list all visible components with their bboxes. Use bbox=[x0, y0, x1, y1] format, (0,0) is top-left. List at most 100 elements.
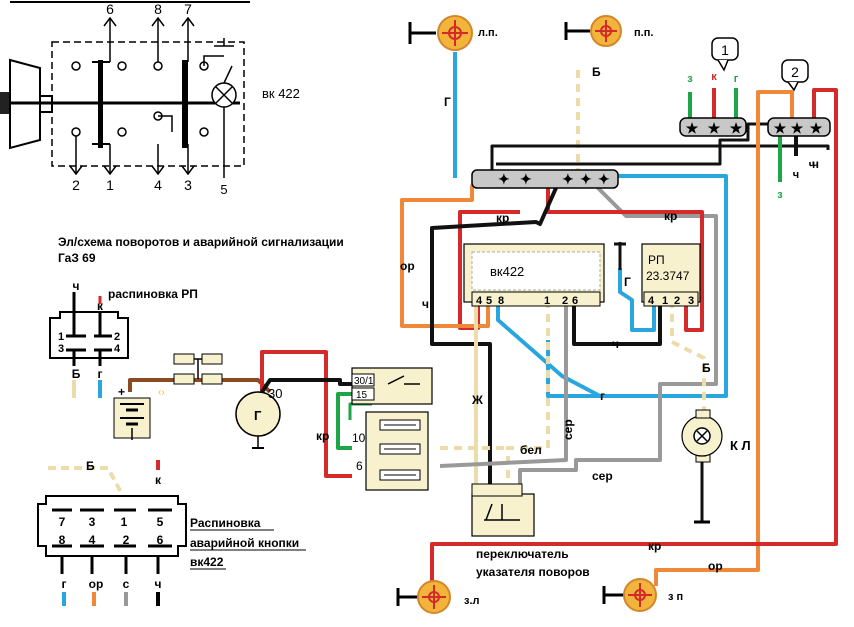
btn-wire-s: с bbox=[123, 577, 130, 591]
vk422-pin-4: 4 bbox=[476, 295, 483, 307]
rp-pin-1: 1 bbox=[58, 331, 64, 343]
fuse-block: 30/1 15 10 6 bbox=[351, 367, 433, 491]
btn-wire-g: г bbox=[62, 577, 67, 591]
pin-3-label: 3 bbox=[184, 177, 192, 193]
battery: + ‹› bbox=[113, 385, 165, 440]
wire-label-or2: ор bbox=[708, 559, 723, 573]
generator-pin: 30 bbox=[268, 386, 282, 401]
connector-1-label: 1 bbox=[721, 42, 729, 58]
rp-wire-g: г bbox=[98, 367, 103, 381]
lamp-rear-left: з.л bbox=[396, 580, 480, 614]
connector-1: ★ ★ ★ 1 з к г bbox=[679, 37, 747, 137]
svg-text:✦: ✦ bbox=[562, 171, 574, 187]
lamp-front-right-label: п.п. bbox=[634, 27, 653, 39]
btn-wire-b: Б bbox=[86, 459, 95, 473]
fuse-6: 6 bbox=[356, 459, 363, 473]
c1-wire-z: з bbox=[687, 73, 693, 85]
svg-text:★: ★ bbox=[708, 120, 721, 136]
btn-pin-3: 3 bbox=[89, 515, 96, 529]
rp-unit-pin-4: 4 bbox=[648, 295, 655, 307]
wire-label-ser1: сер bbox=[561, 419, 575, 440]
lamp-front-left-label: л.п. bbox=[478, 27, 498, 39]
wire-label-kr3: кр bbox=[316, 429, 329, 443]
rp-unit: РП 23.3747 4 1 2 3 bbox=[614, 242, 701, 307]
rp-unit-pin-3: 3 bbox=[688, 295, 694, 307]
btn-pin-6: 6 bbox=[157, 533, 164, 547]
svg-text:★: ★ bbox=[791, 120, 804, 136]
wire-labels: Г Б кр кр ор ч ч Г г Б Ж бел сер сер кр … bbox=[316, 65, 819, 573]
pin-2-label: 2 bbox=[72, 177, 80, 193]
wire-label-zh: Ж bbox=[471, 393, 483, 407]
btn-pin-8: 8 bbox=[59, 533, 66, 547]
wire-label-ser2: сер bbox=[592, 469, 613, 483]
ignition-30-1: 30/1 bbox=[354, 376, 374, 387]
wire-label-b2: Б bbox=[702, 361, 711, 375]
c2-wire-z: з bbox=[777, 189, 783, 201]
turn-switch-label-2: указателя поворов bbox=[476, 565, 590, 579]
connector-2: ★ ★ ★ 2 ч з ч bbox=[767, 59, 831, 201]
wire-label-bel: бел bbox=[520, 443, 542, 457]
rp-pinout: распиновка РП ч к 1 2 3 4 Б г bbox=[49, 279, 198, 398]
wire-label-b1: Б bbox=[592, 65, 601, 79]
c2-wire-ch-2: ч bbox=[793, 169, 799, 181]
vk422-pin-6: 6 bbox=[572, 295, 578, 307]
control-lamp: К Л bbox=[681, 409, 751, 524]
wire-label-g3: г bbox=[600, 389, 605, 403]
lamp-rear-right-label: з п bbox=[668, 591, 683, 603]
connector-2-label: 2 bbox=[791, 64, 799, 80]
turn-switch-label-1: переключатель bbox=[476, 547, 569, 561]
diagram-title: Эл/схема поворотов и аварийной сигнализа… bbox=[58, 235, 344, 249]
fuse-10: 10 bbox=[352, 431, 366, 445]
pin-7-label: 7 bbox=[184, 1, 192, 17]
wire-label-or1: ор bbox=[400, 259, 415, 273]
svg-text:★: ★ bbox=[810, 120, 823, 136]
svg-text:✦: ✦ bbox=[520, 171, 532, 187]
rp-unit-pin-1: 1 bbox=[662, 295, 668, 307]
svg-text:+: + bbox=[118, 385, 125, 399]
generator: Г 30 bbox=[235, 386, 282, 449]
btn-pin-4: 4 bbox=[89, 533, 96, 547]
c1-wire-k: к bbox=[711, 71, 717, 83]
vk422-unit: вк422 4 5 8 1 2 6 bbox=[463, 243, 605, 307]
pin-4-label: 4 bbox=[154, 177, 162, 193]
lamp-rear-left-label: з.л bbox=[464, 595, 480, 607]
btn-pin-2: 2 bbox=[123, 533, 130, 547]
svg-text:✦: ✦ bbox=[498, 171, 510, 187]
rp-wire-b: Б bbox=[72, 367, 81, 381]
wire-label-kr4: кр bbox=[648, 539, 661, 553]
wire-label-ch1: ч bbox=[422, 297, 429, 311]
rp-unit-pin-2: 2 bbox=[674, 295, 680, 307]
pin-1-label: 1 bbox=[106, 177, 114, 193]
btn-pin-5: 5 bbox=[157, 515, 164, 529]
turn-signal-switch: переключатель указателя поворов bbox=[471, 483, 590, 579]
lamp-rear-right: з п bbox=[602, 578, 683, 612]
rp-pin-2: 2 bbox=[114, 331, 120, 343]
control-lamp-label: К Л bbox=[730, 438, 751, 453]
btn-pin-7: 7 bbox=[59, 515, 66, 529]
btn-wire-or: ор bbox=[89, 577, 104, 591]
btn-wire-k: к bbox=[155, 473, 162, 487]
c1-wire-g: г bbox=[734, 73, 739, 85]
main-connector: ✦ ✦ ✦ ✦ ✦ bbox=[471, 169, 619, 189]
btn-pinout-title-2: аварийной кнопки bbox=[190, 536, 299, 550]
generator-label: Г bbox=[254, 408, 262, 423]
rp-wire-ch: ч bbox=[73, 279, 80, 293]
rp-model: 23.3747 bbox=[646, 269, 690, 283]
svg-text:★: ★ bbox=[774, 120, 787, 136]
wire-label-g1: Г bbox=[444, 95, 451, 109]
svg-text:‹›: ‹› bbox=[158, 387, 165, 398]
btn-pin-1: 1 bbox=[121, 515, 128, 529]
vk422-label: вк422 bbox=[490, 264, 524, 279]
pin-8-label: 8 bbox=[154, 1, 162, 17]
button-pinout: Б к 7 3 1 5 8 4 2 6 г ор с ч Распиновка … bbox=[37, 459, 306, 606]
wire-label-ch3: ч bbox=[812, 157, 819, 171]
switch-diagram: 6 8 7 2 1 4 3 5 вк 422 bbox=[0, 1, 300, 197]
rp-wire-k: к bbox=[97, 299, 104, 313]
lamp-front-right: п.п. bbox=[564, 15, 653, 47]
wire-label-kr1: кр bbox=[496, 211, 509, 225]
svg-text:★: ★ bbox=[730, 120, 743, 136]
rp-label: РП bbox=[648, 253, 665, 267]
vk422-pin-2: 2 bbox=[562, 295, 568, 307]
svg-text:✦: ✦ bbox=[580, 171, 592, 187]
